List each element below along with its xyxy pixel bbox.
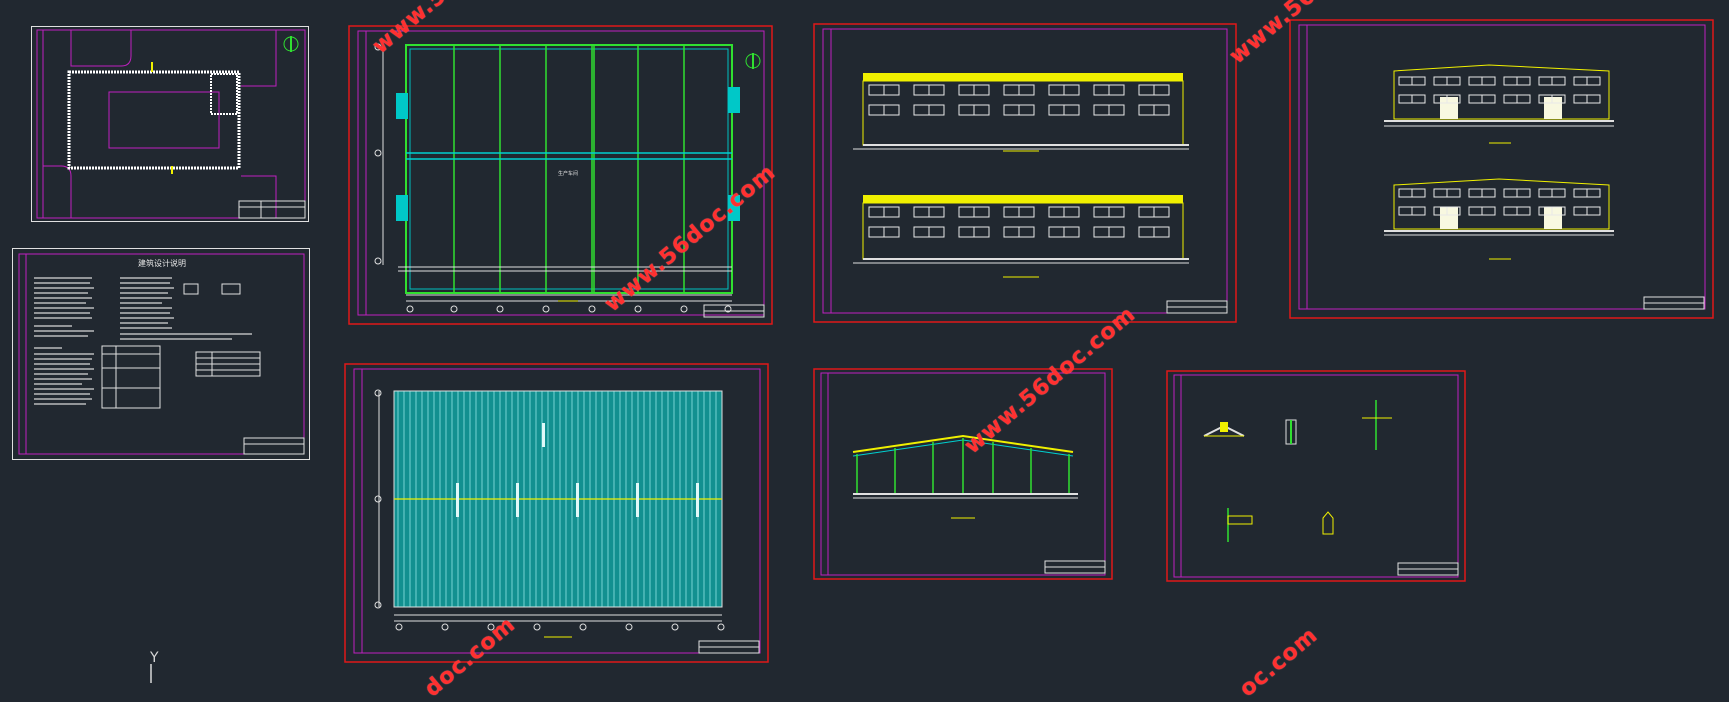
sheet-elevations-b[interactable]: [1289, 19, 1714, 319]
sheet-site-plan[interactable]: [31, 26, 309, 222]
sheet-floor-plan[interactable]: 生产车间: [348, 25, 773, 325]
ucs-axis-line: [150, 664, 152, 683]
detail-3: [1362, 400, 1392, 450]
elevation-back: [853, 195, 1189, 264]
sheet-design-notes[interactable]: 建筑设计说明: [12, 248, 310, 460]
sheet-details[interactable]: [1166, 370, 1466, 582]
detail-4: [1227, 508, 1253, 542]
elevation-right: [1384, 178, 1614, 236]
sheet-section[interactable]: [813, 368, 1113, 580]
detail-5: [1322, 511, 1334, 535]
detail-1: [1203, 422, 1245, 437]
watermark-6: oc.com: [1235, 622, 1323, 702]
sheet-roof-plan[interactable]: [344, 363, 769, 663]
ucs-y-label: Y: [150, 650, 159, 666]
detail-2: [1285, 419, 1297, 445]
floor-plan-room-label: 生产车间: [558, 170, 578, 177]
elevation-front: [853, 73, 1189, 150]
design-notes-title: 建筑设计说明: [138, 258, 186, 268]
sheet-elevations-a[interactable]: [813, 23, 1237, 323]
ucs-axis-icon: Y: [150, 650, 159, 666]
